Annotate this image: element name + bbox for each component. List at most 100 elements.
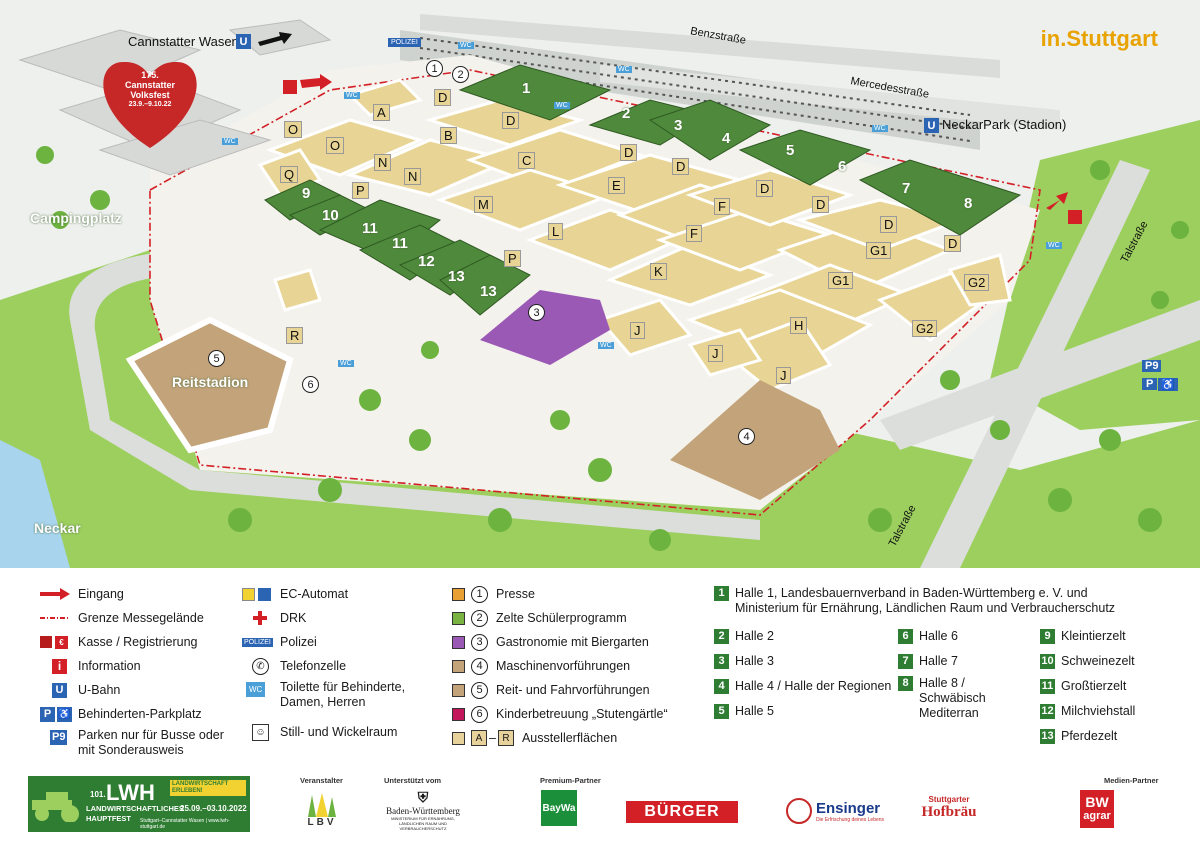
hall-4-label[interactable]: 4 xyxy=(722,130,731,147)
area-F-2[interactable]: F xyxy=(686,225,702,242)
area-Q[interactable]: Q xyxy=(280,166,299,183)
area-C[interactable]: C xyxy=(518,152,536,169)
lbv-logo[interactable]: LBV xyxy=(300,790,344,830)
aussteller-letter-a: A xyxy=(471,730,487,746)
facility-2[interactable]: 2 xyxy=(452,66,469,83)
legend-halle-13: 13 Pferdezelt xyxy=(1040,726,1117,746)
area-D-5[interactable]: D xyxy=(756,180,774,197)
gastronomie-number: 3 xyxy=(471,633,488,651)
brand-logo[interactable]: in.Stuttgart xyxy=(1040,26,1158,51)
parking-p-letter: P xyxy=(40,706,55,722)
area-D-7[interactable]: D xyxy=(880,216,898,233)
area-D-3[interactable]: D xyxy=(620,144,638,161)
hall-13-label[interactable]: 13 xyxy=(448,268,465,285)
ubahn-legend-icon: U xyxy=(40,681,72,699)
area-N-1[interactable]: N xyxy=(374,154,392,171)
area-D-2[interactable]: D xyxy=(502,112,520,129)
hall-12-label[interactable]: 12 xyxy=(418,253,435,270)
baywa-logo[interactable]: BayWa xyxy=(541,790,577,826)
legend-telefon-label: Telefonzelle xyxy=(280,659,347,673)
disabled-parking-icon: ♿ xyxy=(1158,378,1178,391)
wc-marker-2: WC xyxy=(344,92,360,99)
ensinger-logo[interactable]: Ensinger Die Erfrischung deines Lebens xyxy=(782,796,888,826)
bw-crest-icon: ⛨ xyxy=(417,789,429,805)
lwh-dates: 25.09.–03.10.2022 xyxy=(180,804,247,813)
area-E[interactable]: E xyxy=(608,177,625,194)
baby-icon: ☺ xyxy=(242,723,274,741)
area-D-1[interactable]: D xyxy=(434,89,452,106)
facility-4[interactable]: 4 xyxy=(738,428,755,445)
area-R[interactable]: R xyxy=(286,327,304,344)
hall-3-label[interactable]: 3 xyxy=(674,117,683,134)
area-D-4[interactable]: D xyxy=(672,158,690,175)
legend-halle-4: 4 Halle 4 / Halle der Regionen xyxy=(714,676,891,696)
hall-5-label[interactable]: 5 xyxy=(786,142,795,159)
bwagrar-logo[interactable]: BW agrar xyxy=(1080,790,1114,828)
area-G1-2[interactable]: G1 xyxy=(828,272,854,289)
facility-6[interactable]: 6 xyxy=(302,376,319,393)
area-P-1[interactable]: P xyxy=(352,182,369,199)
facility-3[interactable]: 3 xyxy=(528,304,545,321)
area-K[interactable]: K xyxy=(650,263,667,280)
road-mercedesstrasse xyxy=(600,64,1060,130)
hall-11-label[interactable]: 11 xyxy=(362,220,378,237)
area-D-8[interactable]: D xyxy=(944,235,962,252)
hall-8-label[interactable]: 8 xyxy=(964,195,973,212)
area-N-2[interactable]: N xyxy=(404,168,422,185)
hall-10-label[interactable]: 10 xyxy=(322,207,339,224)
legend-eingang-label: Eingang xyxy=(78,587,124,601)
volksfest-logo-text: 175. Cannstatter Volksfest 23.9.–9.10.22 xyxy=(118,70,182,110)
facility-5[interactable]: 5 xyxy=(208,350,225,367)
area-D-6[interactable]: D xyxy=(812,196,830,213)
hall-7-label[interactable]: 7 xyxy=(902,180,911,197)
legend-p9-label: Parken nur für Busse oder mit Sonderausw… xyxy=(78,728,224,757)
legend-ubahn: U U-Bahn xyxy=(40,680,120,700)
area-J-2[interactable]: J xyxy=(708,345,723,362)
hall-11b-label[interactable]: 11 xyxy=(392,235,408,252)
legend-halle-6-label: Halle 6 xyxy=(919,629,958,643)
hall-2-label[interactable]: 2 xyxy=(622,105,631,122)
ensinger-seal-icon xyxy=(785,798,812,824)
legend-kinder-label: Kinderbetreuung „Stutengärtle“ xyxy=(496,707,668,721)
area-A[interactable]: A xyxy=(373,104,390,121)
area-M[interactable]: M xyxy=(474,196,493,213)
buerger-logo[interactable]: BÜRGER xyxy=(626,801,738,823)
area-G1-1[interactable]: G1 xyxy=(866,242,892,259)
area-J-1[interactable]: J xyxy=(630,322,645,339)
area-G2-2[interactable]: G2 xyxy=(912,320,938,337)
lwh-subtitle-1: LANDWIRTSCHAFTLICHES xyxy=(86,804,184,813)
area-P-2[interactable]: P xyxy=(504,250,521,267)
area-O-1[interactable]: O xyxy=(284,121,303,138)
area-H[interactable]: H xyxy=(790,317,808,334)
bw-ministerium-logo[interactable]: ⛨ Baden-Württemberg MINISTERIUM FÜR ERNÄ… xyxy=(378,789,468,831)
area-maschinenvorfuehrung xyxy=(670,380,840,500)
hall-1-label[interactable]: 1 xyxy=(522,80,531,97)
legend-halle-3-label: Halle 3 xyxy=(735,654,774,668)
hall-9-label[interactable]: 9 xyxy=(302,185,311,202)
legend-grenze: Grenze Messegelände xyxy=(40,608,204,628)
area-F-1[interactable]: F xyxy=(714,198,730,215)
legend-halle-12: 12 Milchviehstall xyxy=(1040,701,1135,721)
lwh-banner[interactable]: 101. LWH LANDWIRTSCHAFT ERLEBEN! LANDWIR… xyxy=(28,776,250,832)
legend-telefon: ✆ Telefonzelle xyxy=(242,656,346,676)
facility-1[interactable]: 1 xyxy=(426,60,443,77)
area-L[interactable]: L xyxy=(548,223,564,240)
lwh-badge: LANDWIRTSCHAFT ERLEBEN! xyxy=(170,780,246,796)
hofbraeu-logo[interactable]: Stuttgarter Hofbräu xyxy=(914,788,984,828)
caption-premium: Premium-Partner xyxy=(540,776,601,785)
hall-6-label[interactable]: 6 xyxy=(838,158,847,175)
label-neckar: Neckar xyxy=(34,520,81,536)
legend-presse: 1 Presse xyxy=(452,584,535,604)
legend-information-label: Information xyxy=(78,659,141,673)
legend-drk: DRK xyxy=(242,608,306,628)
legend-halle-12-label: Milchviehstall xyxy=(1061,704,1136,718)
boundary-line-icon xyxy=(40,609,72,627)
area-B[interactable]: B xyxy=(440,127,457,144)
legend-halle-7-label: Halle 7 xyxy=(919,654,958,668)
area-G2-1[interactable]: G2 xyxy=(964,274,990,291)
hall-13b-label[interactable]: 13 xyxy=(480,283,497,300)
halle-13-badge: 13 xyxy=(1040,728,1055,744)
area-J-3[interactable]: J xyxy=(776,367,791,384)
legend-halle-10: 10 Schweinezelt xyxy=(1040,651,1135,671)
area-O-2[interactable]: O xyxy=(326,137,345,154)
